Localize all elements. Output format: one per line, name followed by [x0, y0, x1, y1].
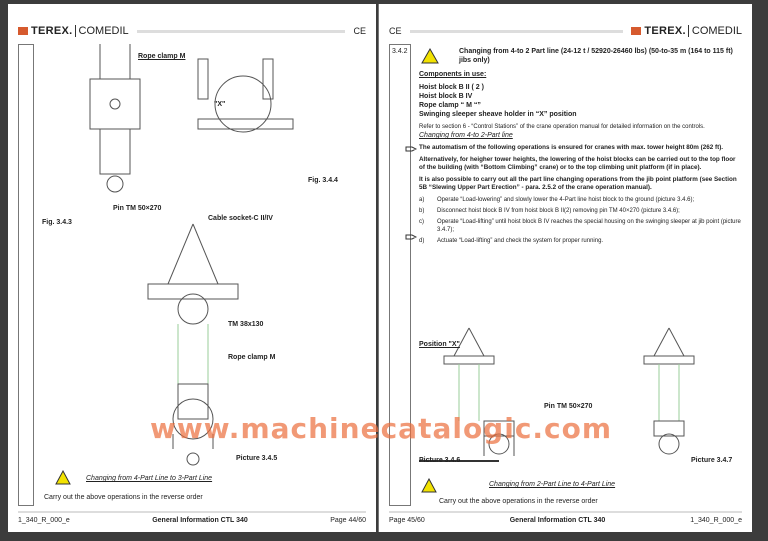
left-page: TEREX. COMEDIL CE Rope clamp M "X" Fig. …: [8, 4, 376, 532]
label-position-x: Position "X": [419, 341, 460, 348]
section-heading: Changing from 4-to 2 Part line (24-12 t …: [459, 48, 733, 64]
header-rule: [136, 29, 346, 33]
terex-logo-icon: [631, 27, 642, 35]
component-item: Rope clamp “ M “”: [419, 102, 481, 109]
section-body: Changing from 4-to 2 Part line (24-12 t …: [419, 47, 741, 248]
page-number: Page 45/60: [389, 517, 425, 524]
header-rule: [409, 29, 624, 33]
refer-note: Refer to section 6 - “Control Stations” …: [419, 124, 705, 130]
watermark: www.machinecatalogic.com: [150, 412, 613, 445]
changing-link[interactable]: Changing from 2-Part Line to 4-Part Line: [489, 481, 616, 488]
ce-mark: CE: [353, 26, 366, 36]
warning-icon: [421, 48, 439, 64]
label-rope-clamp-2: Rope clamp M: [228, 354, 276, 361]
components-title: Components in use:: [419, 71, 487, 78]
label-picture-346: Picture 3.4.6: [419, 457, 461, 464]
label-pin: Pin TM 50×270: [544, 403, 593, 410]
label-fig-344: Fig. 3.4.4: [308, 177, 338, 184]
brand-terex: TEREX.: [644, 25, 686, 37]
brand-comedil: COMEDIL: [687, 25, 742, 37]
ce-mark: CE: [389, 26, 402, 36]
step-text: Disconnect hoist block B IV from hoist b…: [437, 208, 680, 214]
reverse-note: Carry out the above operations in the re…: [44, 494, 203, 501]
step-text: Operate “Load-lowering” and slowly lower…: [437, 197, 695, 203]
margin-column: [18, 44, 34, 506]
terex-logo-icon: [18, 27, 28, 35]
brand-comedil: COMEDIL: [74, 25, 129, 37]
component-item: Swinging sleeper sheave holder in “X” po…: [419, 111, 577, 118]
drawing-hoist-blocks: [419, 327, 695, 462]
label-picture-347: Picture 3.4.7: [691, 457, 733, 464]
pointing-hand-icon: [405, 146, 417, 152]
page-footer: Page 45/60 General Information CTL 340 1…: [389, 511, 742, 524]
page-header: CE TEREX. COMEDIL: [389, 24, 742, 38]
para-jib-point: It is also possible to carry out all the…: [419, 176, 737, 191]
reverse-note: Carry out the above operations in the re…: [439, 498, 598, 505]
step-key: d): [419, 238, 425, 244]
brand-terex: TEREX.: [31, 25, 73, 37]
label-tm38: TM 38x130: [228, 321, 264, 328]
pointing-hand-icon: [405, 234, 417, 240]
step-item: a) Operate “Load-lowering” and slowly low…: [419, 196, 741, 204]
page-number: Page 44/60: [330, 517, 366, 524]
label-rope-clamp: Rope clamp M: [138, 53, 186, 60]
para-alternative: Alternatively, for heigher tower heights…: [419, 156, 736, 171]
page-footer: 1_340_R_000_e General Information CTL 34…: [18, 511, 366, 524]
doc-title: General Information CTL 340: [509, 517, 606, 524]
label-x: "X": [214, 101, 226, 108]
label-picture-345: Picture 3.4.5: [236, 455, 278, 462]
step-text: Actuate “Load-lifting” and check the sys…: [437, 238, 604, 244]
right-page: CE TEREX. COMEDIL 3.4.2 Changing from 4-…: [378, 4, 752, 532]
warning-icon: [421, 478, 437, 493]
step-text: Operate “Load-lifting” until hoist block…: [437, 219, 741, 233]
warning-icon: [55, 470, 71, 485]
step-item: d) Actuate “Load-lifting” and check the s…: [419, 237, 741, 245]
component-item: Hoist block B IV: [419, 93, 473, 100]
components-list: Hoist block B II ( 2 ) Hoist block B IV …: [419, 83, 741, 119]
page-header: TEREX. COMEDIL CE: [18, 24, 366, 38]
label-fig-343: Fig. 3.4.3: [42, 219, 72, 226]
para-automatism: The automatism of the following operatio…: [419, 144, 724, 151]
step-key: a): [419, 197, 425, 203]
margin-column: [389, 44, 411, 506]
step-item: c) Operate “Load-lifting” until hoist blo…: [419, 218, 741, 234]
doc-title: General Information CTL 340: [152, 517, 248, 524]
steps-list: a) Operate “Load-lowering” and slowly low…: [419, 196, 741, 245]
label-pin: Pin TM 50×270: [113, 205, 162, 212]
component-item: Hoist block B II ( 2 ): [419, 84, 484, 91]
step-key: c): [419, 219, 424, 225]
doc-code: 1_340_R_000_e: [690, 517, 742, 524]
doc-code: 1_340_R_000_e: [18, 517, 70, 524]
drawing-rope-clamp: [89, 44, 294, 466]
step-key: b): [419, 208, 425, 214]
sub-link[interactable]: Changing from 4-to 2-Part line: [419, 132, 513, 139]
section-number: 3.4.2: [392, 48, 408, 55]
changing-link[interactable]: Changing from 4-Part Line to 3-Part Line: [86, 475, 213, 482]
step-item: b) Disconnect hoist block B IV from hoist…: [419, 207, 741, 215]
label-cable-socket: Cable socket-C II/IV: [208, 215, 273, 222]
